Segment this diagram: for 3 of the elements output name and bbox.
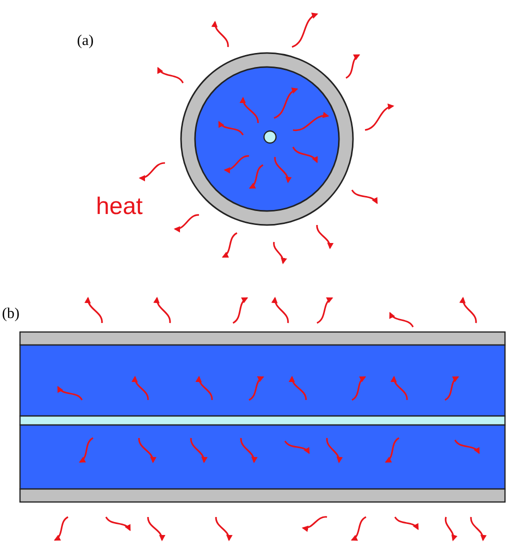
- panel-label: (b): [2, 306, 20, 323]
- heat-label: heat: [96, 193, 143, 221]
- panel-label: (a): [77, 33, 94, 50]
